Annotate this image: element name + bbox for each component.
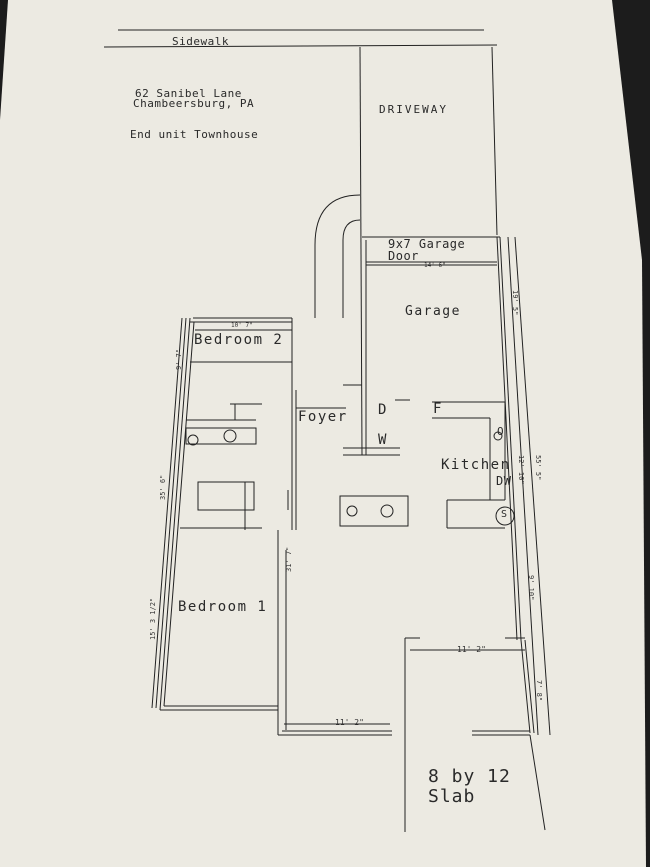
dryer-label: D (378, 402, 388, 418)
unit-type-label: End unit Townhouse (130, 128, 259, 141)
garage-door-label-2: Door (388, 249, 419, 263)
dim-left-bedroom1: 15' 3 1/2" (149, 597, 157, 640)
dim-right-garage: 19' 5" (511, 290, 519, 316)
slab-label-1: 8 by 12 (428, 766, 511, 787)
dim-left-total: 35' 6" (159, 474, 167, 500)
address-line-2: Chambeersburg, PA (133, 97, 255, 110)
dim-right-rear: 7' 8" (535, 680, 543, 702)
dim-rear-width: 11' 2" (335, 718, 364, 727)
dim-right-total: 55' 5" (534, 455, 542, 481)
slab-label-2: Slab (428, 786, 476, 807)
bedroom-2-label: Bedroom 2 (194, 332, 284, 348)
garage-label: Garage (405, 304, 461, 319)
dim-garage-width: 14' 6" (424, 262, 446, 269)
garage-door-label-1: 9x7 Garage (388, 237, 466, 251)
kitchen-label: Kitchen (441, 457, 511, 473)
dim-hall-length: 31' 7" (285, 546, 293, 572)
dim-patio-width: 11' 2" (457, 645, 486, 654)
washer-label: W (378, 432, 388, 448)
dim-right-mid: 9' 10" (527, 575, 535, 601)
dim-right-kitchen: 12' 10" (517, 455, 525, 485)
driveway-label: DRIVEWAY (379, 103, 448, 116)
sidewalk-label: Sidewalk (172, 35, 229, 48)
bedroom-1-label: Bedroom 1 (178, 599, 268, 615)
dim-bedroom2-width: 10' 7" (231, 322, 253, 329)
dishwasher-label: DW (496, 474, 512, 488)
range-label: O (497, 425, 505, 438)
dim-left-bedroom2: 9' 7" (175, 348, 183, 370)
foyer-label: Foyer (298, 409, 348, 425)
fridge-label: F (433, 401, 443, 417)
sink-label: S (501, 509, 508, 520)
address-line-1: 62 Sanibel Lane (135, 87, 242, 100)
